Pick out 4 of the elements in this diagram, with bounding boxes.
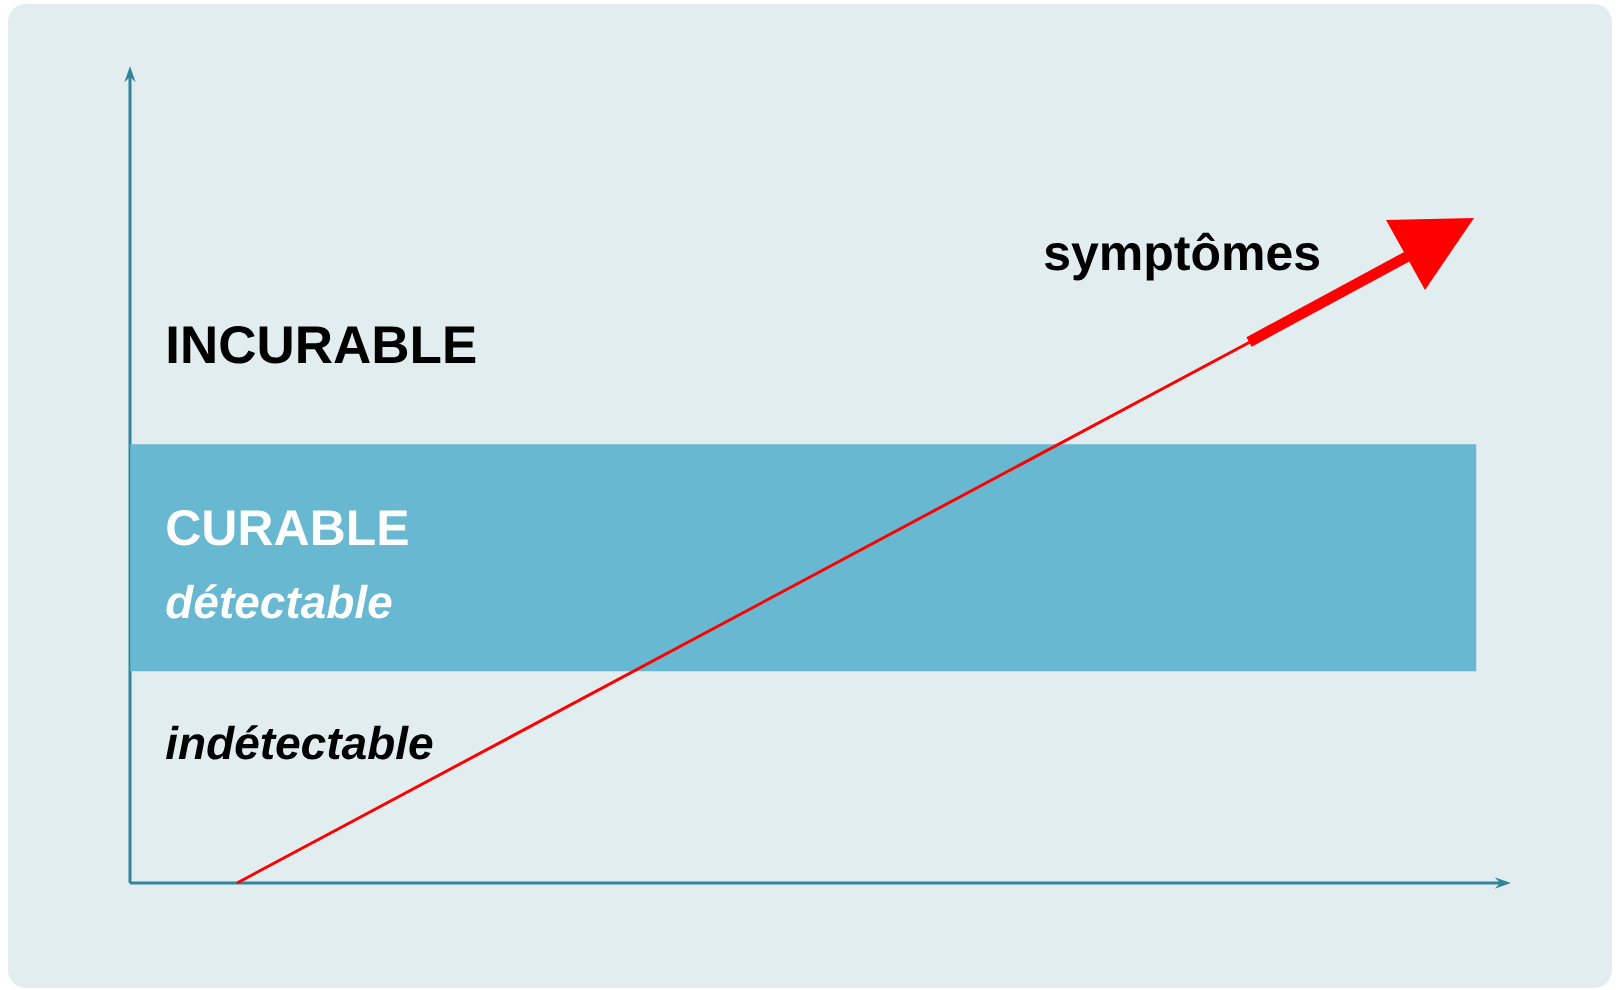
region-label: indétectable	[166, 725, 433, 760]
region-label: INCURABLE	[168, 326, 476, 364]
band: CURABLE détectable	[130, 444, 1477, 672]
region-label: symptômes	[1044, 232, 1319, 281]
